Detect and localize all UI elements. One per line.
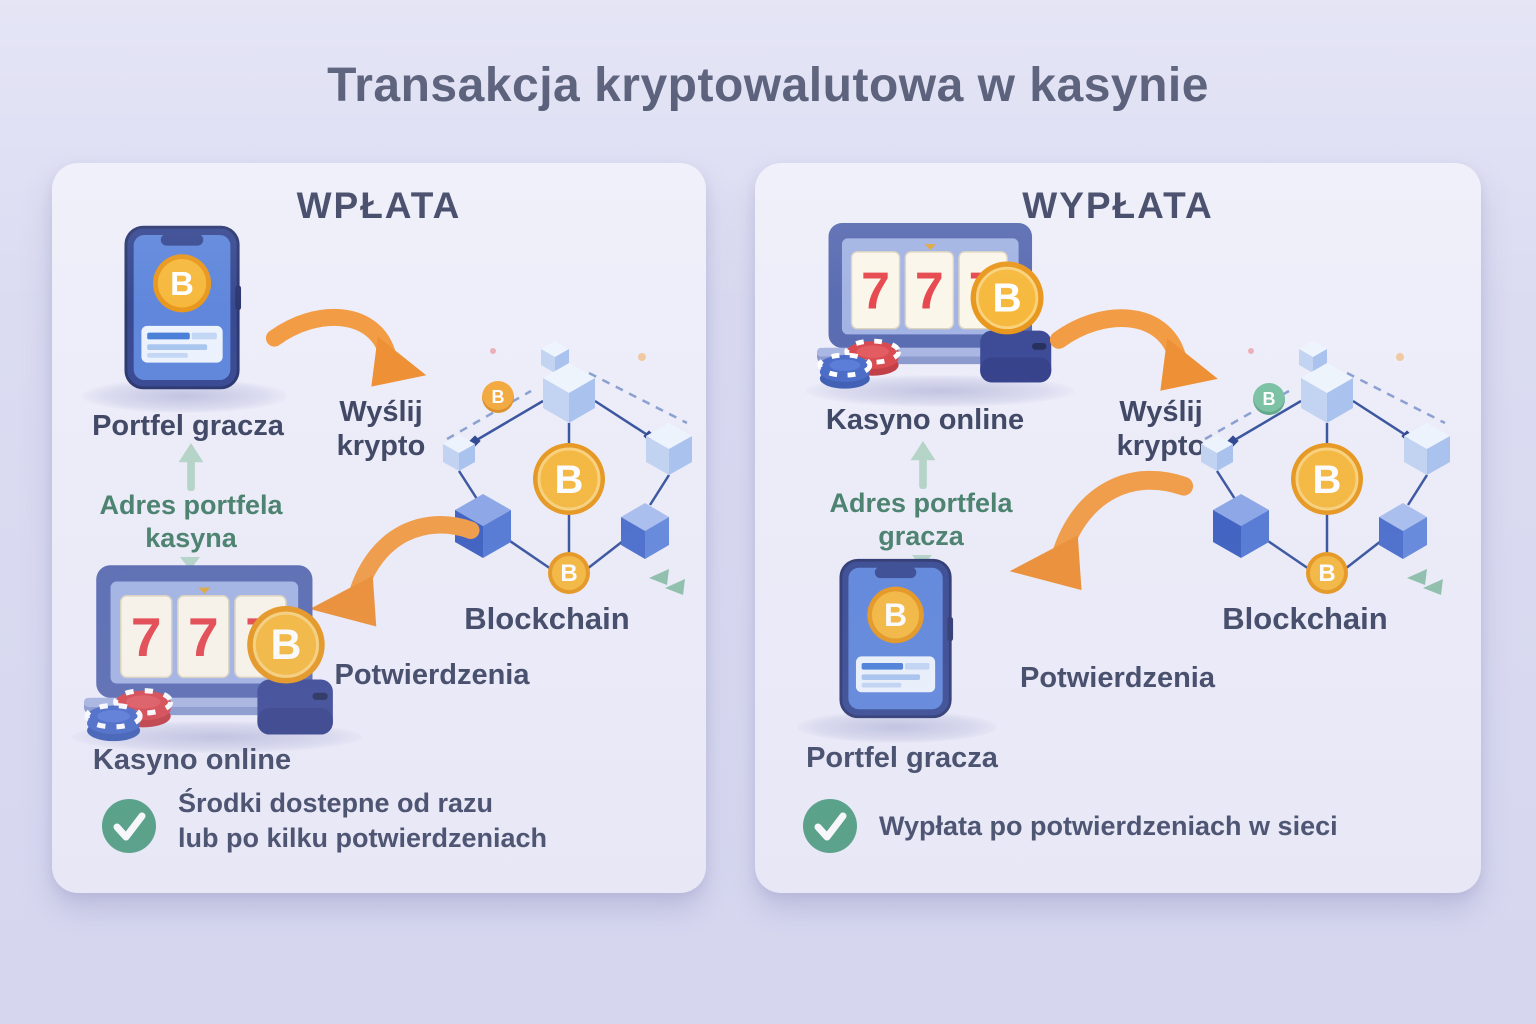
deposit-note-text: Środki dostepne od razu lub po kilku pot… (178, 786, 618, 856)
player-wallet-label: Portfel gracza (92, 410, 284, 442)
wallet-address-up-arrow (178, 443, 204, 491)
panel-deposit: WPŁATA Portfel gracza Wyślij krypto B Bl… (52, 163, 706, 893)
withdrawal-note-text: Wypłata po potwierdzeniach w sieci (879, 811, 1338, 841)
page-title: Transakcja kryptowalutowa w kasynie (327, 59, 1209, 112)
deposit-note-line1: Środki dostepne od razu (178, 788, 494, 818)
send-crypto-arrow (257, 301, 442, 406)
blockchain-network-illustration (1195, 341, 1460, 626)
send-crypto-label: Wyślij krypto (336, 396, 426, 463)
check-icon (803, 799, 857, 853)
player-wallet-phone-illustration (124, 225, 242, 390)
casino-address-label: Adres portfela kasyna (99, 490, 283, 553)
deposit-header: WPŁATA (296, 185, 462, 226)
wallet-address-up-arrow (910, 441, 936, 489)
online-casino-illustration (84, 563, 339, 749)
wallet-address-down-arrow (180, 557, 200, 570)
confirmations-label: Potwierdzenia (334, 659, 530, 691)
bitcoin-mini-letter: B (491, 386, 505, 407)
withdrawal-header: WYPŁATA (1022, 185, 1214, 226)
player-wallet-phone-illustration (839, 558, 954, 719)
crypto-mini-letter: B (1262, 388, 1276, 409)
player-address-label: Adres portfela gracza (829, 488, 1013, 551)
online-casino-illustration (817, 221, 1057, 396)
send-crypto-label: Wyślij krypto (1116, 396, 1206, 463)
crypto-mini-icon: B (1253, 383, 1285, 415)
confirmations-arrow (987, 455, 1195, 627)
online-casino-label: Kasyno online (92, 744, 292, 776)
bitcoin-mini-icon: B (482, 381, 514, 413)
deposit-note-line2: lub po kilku potwierdzeniach (178, 823, 548, 853)
blockchain-label: Blockchain (1222, 601, 1388, 636)
player-wallet-label: Portfel gracza (806, 742, 998, 774)
confirmations-label: Potwierdzenia (1020, 662, 1215, 694)
check-icon (102, 799, 156, 853)
panel-withdrawal: WYPŁATA Kasyno online Wyślij krypto B Bl… (755, 163, 1481, 893)
blockchain-label: Blockchain (464, 601, 630, 636)
online-casino-label: Kasyno online (825, 404, 1025, 436)
